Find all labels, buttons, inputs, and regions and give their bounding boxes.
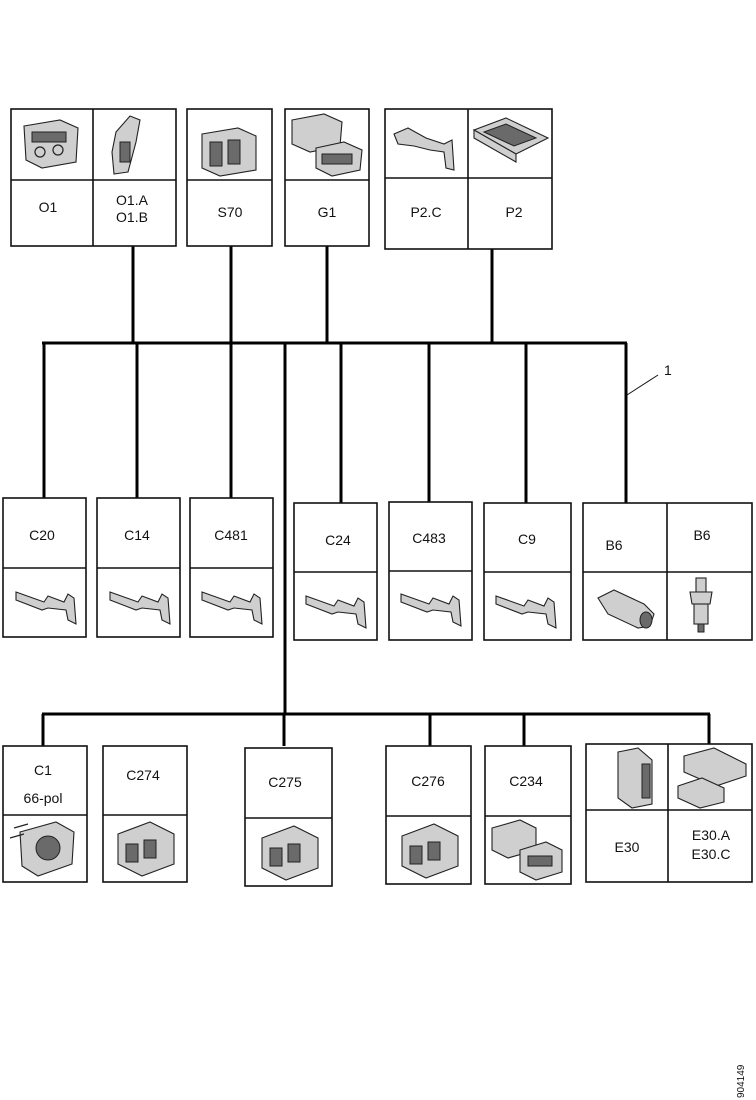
label-P2C: P2.C <box>410 204 441 220</box>
label-C9: C9 <box>518 531 536 547</box>
terminal-icon <box>400 593 462 627</box>
connector-pair-icon <box>291 113 363 177</box>
terminal-icon <box>495 595 557 629</box>
wiring-harness <box>41 246 711 746</box>
terminal-icon <box>201 591 263 625</box>
label-66-pol: 66-pol <box>24 790 63 806</box>
connector-box-E30: E30 E30.A E30.C <box>585 743 753 883</box>
connector-box-C24: C24 <box>293 502 378 641</box>
connector-housing-icon <box>23 119 79 169</box>
label-C274: C274 <box>126 767 160 783</box>
connector-box-C20: C20 <box>2 497 87 638</box>
connector-box-C1: C1 66-pol <box>2 745 88 883</box>
connector-box-C9: C9 <box>483 502 572 641</box>
connector-box-C276: C276 <box>385 745 472 885</box>
label-C1: C1 <box>34 762 52 778</box>
label-O1: O1 <box>39 199 58 215</box>
connector-box-S70: S70 <box>186 108 273 247</box>
sensor-icon <box>689 577 713 633</box>
label-C20: C20 <box>29 527 55 543</box>
connector-housing-icon <box>401 823 459 879</box>
label-O1B: O1.B <box>116 209 148 225</box>
connector-box-G1: G1 <box>284 108 370 247</box>
connector-clip-icon <box>111 115 141 175</box>
connector-housing-icon <box>201 127 257 177</box>
label-C234: C234 <box>509 773 543 789</box>
label-E30C: E30.C <box>692 846 731 862</box>
label-E30A: E30.A <box>692 827 731 843</box>
connector-box-C14: C14 <box>96 497 181 638</box>
connector-box-C483: C483 <box>388 501 473 641</box>
figure-reference: 904149 <box>736 1064 747 1098</box>
label-S70: S70 <box>218 204 243 220</box>
label-B6-right: B6 <box>693 527 710 543</box>
connector-box-C234: C234 <box>484 745 572 885</box>
label-C276: C276 <box>411 773 445 789</box>
connector-pair-icon <box>491 819 563 881</box>
label-C14: C14 <box>124 527 150 543</box>
callout-1: 1 <box>626 362 672 396</box>
connector-box-C481: C481 <box>189 497 274 638</box>
terminal-clip-icon <box>393 127 455 171</box>
round-connector-icon <box>9 821 75 877</box>
connector-box-C275: C275 <box>244 747 333 887</box>
connector-box-B6: B6 B6 <box>582 502 753 641</box>
connector-box-C274: C274 <box>102 745 188 883</box>
connector-housing-icon <box>117 821 175 877</box>
label-O1A: O1.A <box>116 192 149 208</box>
sensor-icon <box>597 589 655 629</box>
terminal-icon <box>15 591 77 625</box>
label-E30: E30 <box>615 839 640 855</box>
label-C24: C24 <box>325 532 351 548</box>
connector-block-icon <box>472 117 550 163</box>
connector-box-O1: O1 O1.A O1.B <box>10 108 177 247</box>
connector-block-icon <box>677 747 747 809</box>
connector-box-P2: P2.C P2 <box>384 108 553 250</box>
terminal-icon <box>305 595 367 629</box>
terminal-icon <box>109 591 171 625</box>
label-B6-left: B6 <box>605 537 622 553</box>
label-G1: G1 <box>318 204 337 220</box>
label-C481: C481 <box>214 527 248 543</box>
label-C275: C275 <box>268 774 302 790</box>
connector-block-icon <box>617 747 653 809</box>
label-P2: P2 <box>505 204 522 220</box>
connector-housing-icon <box>261 825 319 881</box>
label-C483: C483 <box>412 530 446 546</box>
callout-label: 1 <box>664 362 672 378</box>
